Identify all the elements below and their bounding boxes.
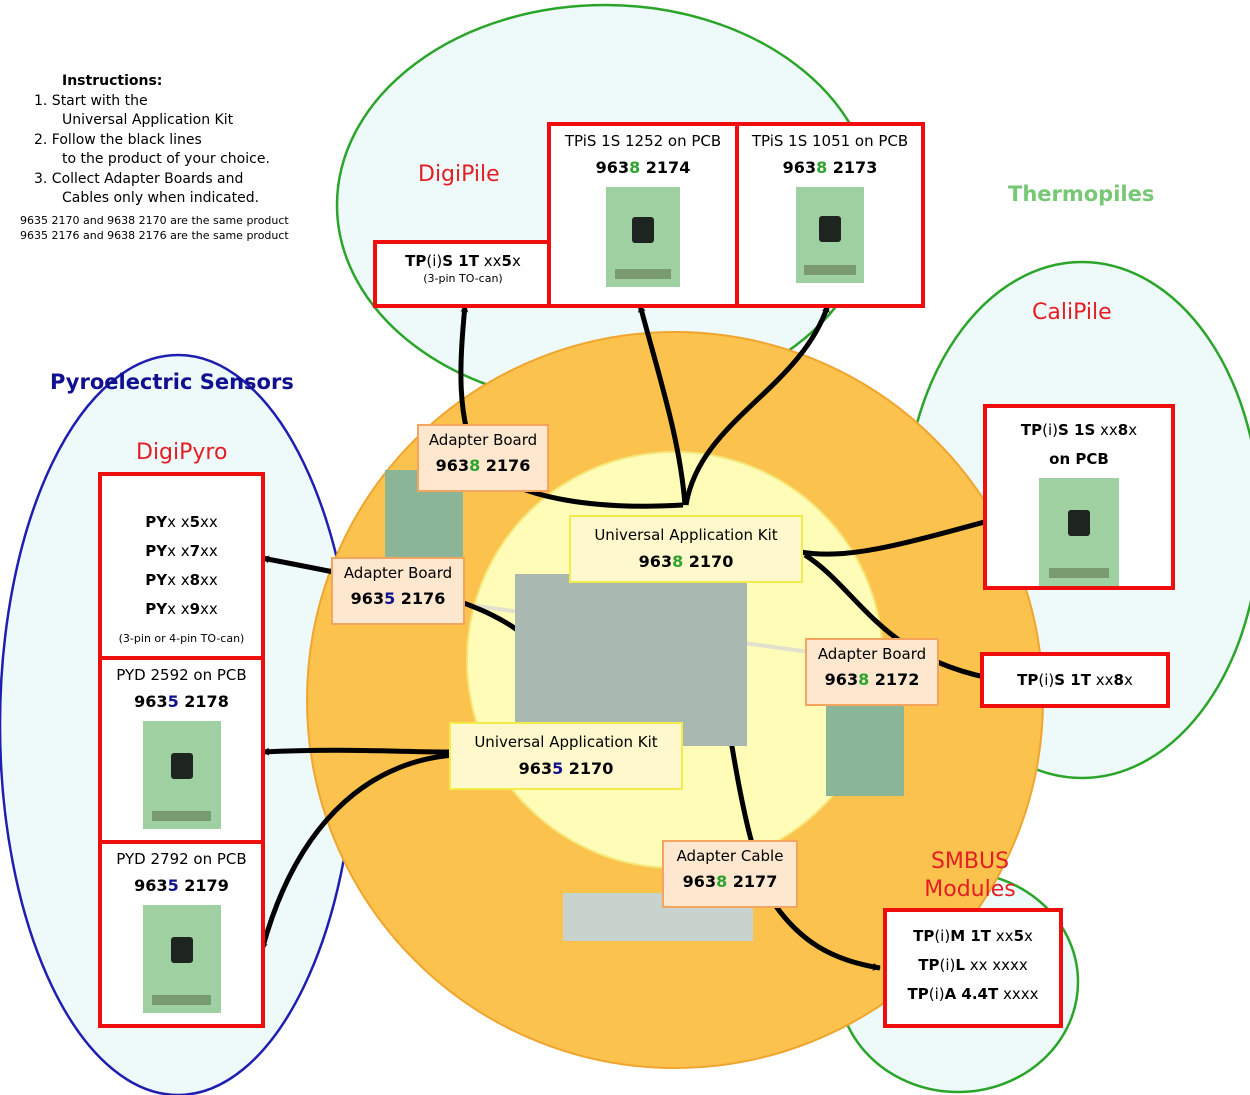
instruction-step: 3. Collect Adapter Boards and bbox=[34, 170, 244, 187]
instruction-step: to the product of your choice. bbox=[62, 151, 270, 167]
smbus-list: TP(i)M 1T xx5x TP(i)L xx xxxx TP(i)A 4.4… bbox=[887, 922, 1059, 1009]
kit-title: Universal Application Kit bbox=[594, 526, 778, 544]
smbus-line: TP(i)A 4.4T xxxx bbox=[907, 985, 1039, 1003]
instruction-step: 2. Follow the black lines bbox=[34, 131, 202, 148]
instruction-note: 9635 2176 and 9638 2176 are the same pro… bbox=[20, 228, 289, 242]
pcb-1051-number: 9638 2173 bbox=[782, 158, 878, 177]
calipile-can-label: TP(i)S 1T xx8x bbox=[1017, 671, 1133, 689]
adapter-cable-title: Adapter Cable bbox=[676, 847, 784, 865]
adapter-cable-9638-2177: Adapter Cable 9638 2177 bbox=[662, 840, 798, 908]
arrow-to-pyd2792 bbox=[259, 752, 456, 951]
digipyro-can-sub: (3-pin or 4-pin TO-can) bbox=[118, 632, 245, 645]
tpis-can-box: TP(i)S 1T xx5x (3-pin TO-can) bbox=[373, 240, 553, 308]
instruction-step: Cables only when indicated. bbox=[62, 190, 260, 206]
smbus-line: TP(i)M 1T xx5x bbox=[913, 927, 1033, 945]
digipile-title: DigiPile bbox=[418, 162, 500, 187]
adapter-cable-number: 9638 2177 bbox=[682, 872, 778, 891]
universal-kit-9635-2170: Universal Application Kit 9635 2170 bbox=[449, 722, 683, 790]
pcb-1252-box: TPiS 1S 1252 on PCB 9638 2174 bbox=[547, 122, 739, 308]
arrow-to-pyd2592 bbox=[261, 747, 451, 756]
calipile-pcb-photo bbox=[1039, 478, 1119, 586]
adapter-board-9638-2172: Adapter Board 9638 2172 bbox=[805, 638, 939, 706]
kit-number: 9638 2170 bbox=[638, 552, 734, 571]
kit-title: Universal Application Kit bbox=[474, 733, 658, 751]
adapter-board-9635-2176: Adapter Board 9635 2176 bbox=[331, 557, 465, 625]
adapter-board-title: Adapter Board bbox=[428, 431, 538, 449]
calipile-title: CaliPile bbox=[1032, 300, 1112, 325]
pcb-1252-number: 9638 2174 bbox=[595, 158, 691, 177]
pcb-1051-title: TPiS 1S 1051 on PCB bbox=[751, 132, 909, 150]
arrow-to-calipile-pcb bbox=[799, 512, 1011, 557]
universal-kit-9638-2170: Universal Application Kit 9638 2170 bbox=[569, 515, 803, 583]
smbus-box: TP(i)M 1T xx5x TP(i)L xx xxxx TP(i)A 4.4… bbox=[883, 908, 1063, 1028]
tpis-can-sub: (3-pin TO-can) bbox=[423, 272, 503, 285]
adapter-board-title: Adapter Board bbox=[343, 564, 453, 582]
arrow-to-pcb-1051 bbox=[683, 304, 831, 506]
adapter-board-number: 9638 2172 bbox=[824, 670, 920, 689]
pyd2792-photo bbox=[142, 905, 221, 1013]
smbus-title-line: SMBUS bbox=[930, 849, 1010, 874]
smbus-title: SMBUS Modules bbox=[900, 848, 1040, 904]
digipyro-can-line: PYx x7xx bbox=[145, 542, 218, 560]
instructions-panel: Instructions: 1. Start with the Universa… bbox=[20, 72, 340, 243]
adapter-board-2172-photo bbox=[826, 700, 904, 796]
digipyro-can-box: PYx x5xx PYx x7xx PYx x8xx PYx x9xx (3-p… bbox=[98, 472, 265, 660]
adapter-board-number: 9638 2176 bbox=[435, 456, 531, 475]
pyd2592-box: PYD 2592 on PCB 9635 2178 bbox=[98, 656, 265, 844]
instruction-step: Universal Application Kit bbox=[62, 112, 234, 128]
calipile-pcb-box: TP(i)S 1S xx8x on PCB bbox=[983, 404, 1175, 590]
smbus-line: TP(i)L xx xxxx bbox=[918, 956, 1028, 974]
pcb-1252-photo bbox=[606, 187, 680, 287]
instructions-heading: Instructions: bbox=[62, 73, 163, 89]
instruction-step: 1. Start with the bbox=[34, 92, 148, 109]
thermopiles-title: Thermopiles bbox=[1008, 182, 1155, 206]
digipyro-can-line: PYx x9xx bbox=[145, 600, 218, 618]
pcb-1051-photo bbox=[796, 187, 864, 283]
pcb-1252-title: TPiS 1S 1252 on PCB bbox=[564, 132, 722, 150]
adapter-board-number: 9635 2176 bbox=[350, 589, 446, 608]
pyd2592-photo bbox=[142, 721, 221, 829]
arrow-to-calipile-can bbox=[803, 552, 1001, 683]
calipile-can-box: TP(i)S 1T xx8x bbox=[980, 652, 1170, 708]
adapter-board-title: Adapter Board bbox=[817, 645, 927, 663]
calipile-pcb-label: TP(i)S 1S xx8x bbox=[1020, 421, 1138, 439]
pcb-1051-box: TPiS 1S 1051 on PCB 9638 2173 bbox=[735, 122, 925, 308]
digipyro-title: DigiPyro bbox=[136, 440, 228, 465]
pyd2792-box: PYD 2792 on PCB 9635 2179 bbox=[98, 840, 265, 1028]
pyroelectric-title: Pyroelectric Sensors bbox=[50, 370, 294, 394]
smbus-title-line: Modules bbox=[924, 877, 1016, 902]
pyd2792-number: 9635 2179 bbox=[134, 876, 229, 895]
digipyro-can-list: PYx x5xx PYx x7xx PYx x8xx PYx x9xx bbox=[102, 508, 261, 624]
kit-number: 9635 2170 bbox=[518, 759, 614, 778]
pyd2792-title: PYD 2792 on PCB bbox=[116, 850, 247, 868]
kit-photo bbox=[515, 574, 747, 746]
digipyro-can-line: PYx x5xx bbox=[145, 513, 218, 531]
digipyro-can-line: PYx x8xx bbox=[145, 571, 218, 589]
tpis-can-label: TP(i)S 1T xx5x bbox=[405, 252, 521, 270]
pyd2592-number: 9635 2178 bbox=[134, 692, 229, 711]
pyd2592-title: PYD 2592 on PCB bbox=[116, 666, 247, 684]
calipile-pcb-line2: on PCB bbox=[1049, 450, 1109, 468]
adapter-board-9638-2176: Adapter Board 9638 2176 bbox=[417, 424, 549, 492]
arrow-to-pcb-1252 bbox=[637, 304, 688, 506]
instruction-note: 9635 2170 and 9638 2170 are the same pro… bbox=[20, 213, 289, 227]
